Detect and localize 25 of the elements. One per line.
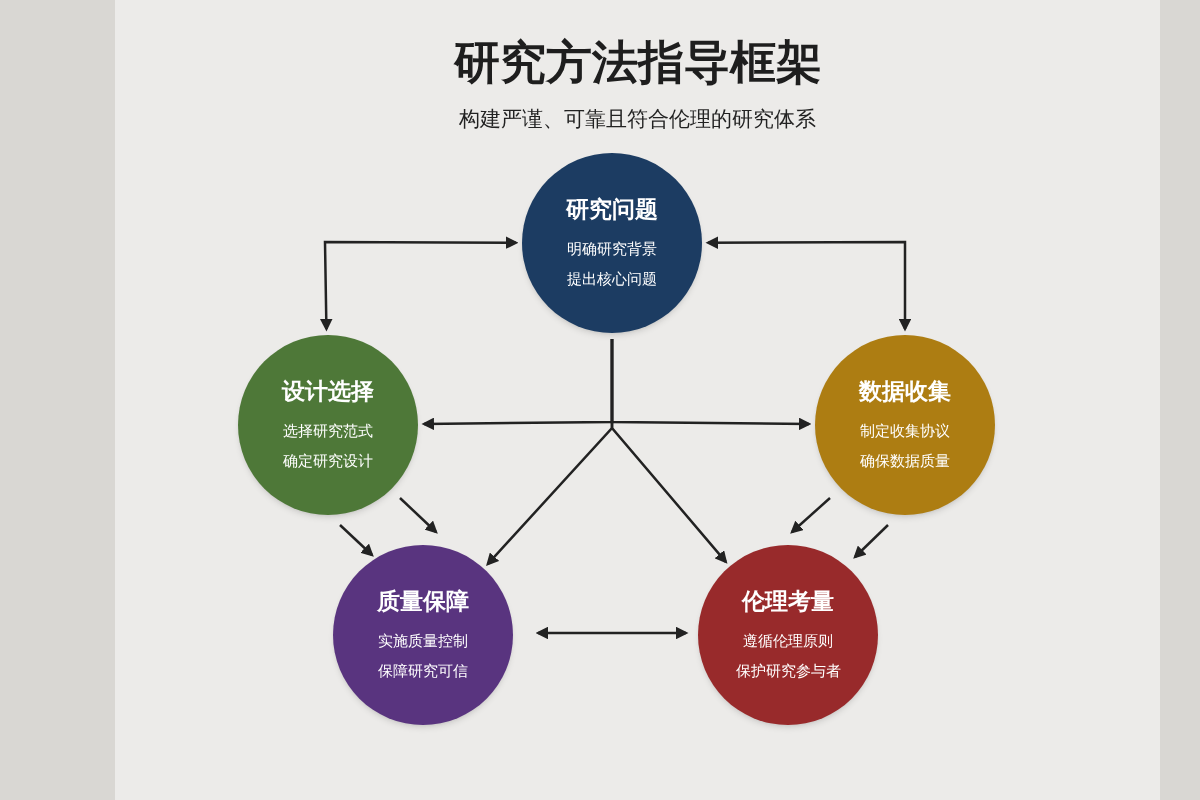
arrow <box>790 497 831 534</box>
circle-text: 选择研究范式 <box>283 421 373 443</box>
arrow <box>399 497 438 534</box>
title: 研究方法指导框架 <box>452 34 823 91</box>
arrow <box>853 524 889 559</box>
circle-text: 遵循伦理原则 <box>743 631 833 653</box>
circle-heading: 质量保障 <box>377 586 469 616</box>
circle-heading: 伦理考量 <box>742 586 834 616</box>
circle-text: 保障研究可信 <box>378 661 468 683</box>
circle-text: 明确研究背景 <box>567 239 657 261</box>
circle-text: 提出核心问题 <box>567 269 657 291</box>
circle-text: 实施质量控制 <box>378 631 468 653</box>
subtitle: 构建严谨、可靠且符合伦理的研究体系 <box>458 106 817 133</box>
arrow <box>320 236 519 332</box>
arrow <box>339 524 374 557</box>
arrow <box>535 626 689 640</box>
circle-heading: 研究问题 <box>566 194 658 224</box>
arrow <box>705 236 912 332</box>
circle-text: 确保数据质量 <box>860 451 950 473</box>
circle-heading: 设计选择 <box>282 376 374 406</box>
arrow <box>610 339 728 564</box>
circle-text: 确定研究设计 <box>283 451 373 473</box>
circle-text: 保护研究参与者 <box>735 661 841 683</box>
circle-heading: 数据收集 <box>859 376 951 406</box>
circle-text: 制定收集协议 <box>860 421 950 443</box>
